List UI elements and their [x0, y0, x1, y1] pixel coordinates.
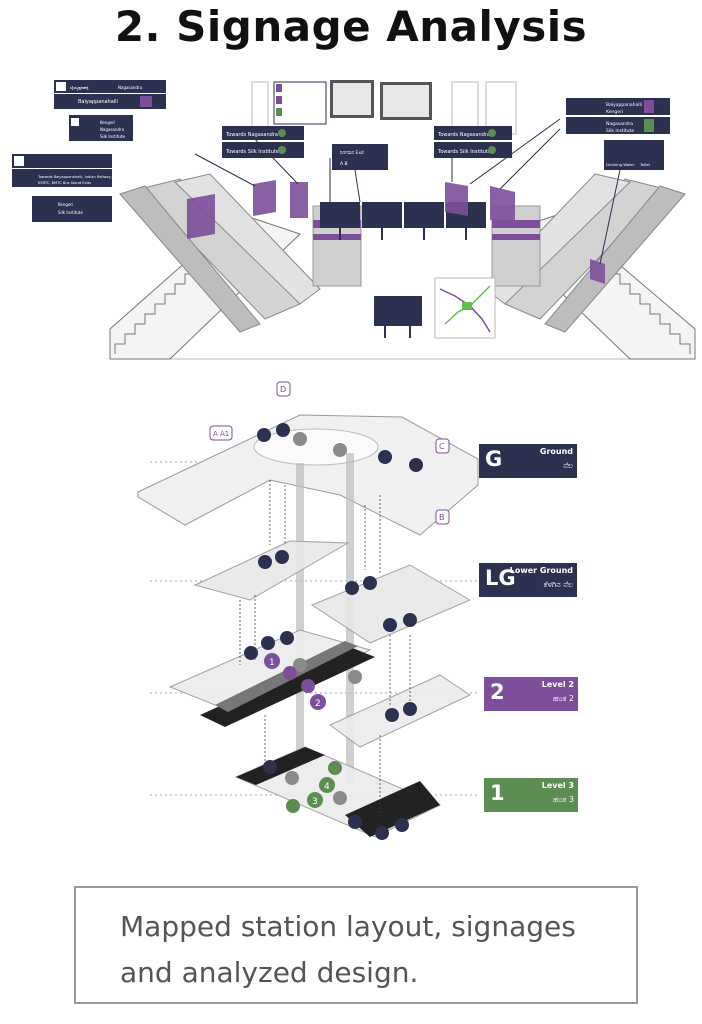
level-2-slab — [168, 629, 472, 748]
sign-center-exit: ನಿರ್ಗಮನ Exit A B — [332, 144, 388, 170]
sign-text: Silk Institute — [58, 210, 84, 215]
sign-text: Towards Nagasandra — [225, 132, 278, 138]
sign-text: Baiyappanahalli — [606, 102, 642, 108]
sign-text: Nagasandra — [100, 127, 125, 132]
sign-text: Towards Silk Institute — [437, 149, 491, 155]
sign-platform-listing — [251, 81, 327, 139]
platform-1-label: 1 — [269, 658, 275, 668]
purple-hanging-signs — [187, 180, 605, 284]
platform-4-label: 4 — [324, 782, 330, 792]
exit-markers: A A1 D C B — [209, 381, 450, 525]
level-code: G — [485, 447, 503, 471]
sign-text: Towards Silk Institute — [225, 149, 279, 155]
standing-info-board — [374, 296, 422, 338]
lower-ground-slab — [193, 540, 472, 644]
sign-text: Kengeri — [606, 109, 623, 115]
exit-c-label: C — [439, 442, 445, 451]
level-tag-level-3: 1 Level 3 ಹಂತ 3 — [484, 778, 578, 812]
level-name-local: ಹಂತ 2 — [553, 694, 574, 703]
sign-text: Towards Baiyappanahalli, Indian Railway, — [37, 175, 112, 179]
exit-d-label: D — [280, 385, 286, 394]
overhead-signboards — [320, 202, 486, 228]
sign-text: ನಿರ್ಗಮನ Exit — [340, 150, 364, 156]
ground-floor-slab — [137, 414, 479, 536]
level-name-local: ಕೆಳಗಿನ ನೆಲ — [543, 580, 573, 589]
sign-right-bottom: Drinking Water Toilet — [604, 140, 664, 170]
level-tag-ground: G Ground ನೆಲ — [479, 444, 577, 478]
sign-text: Drinking Water — [606, 162, 635, 167]
sign-center-right: Towards Nagasandra Towards Silk Institut… — [434, 126, 512, 158]
caption-text: Mapped station layout, signages and anal… — [120, 910, 576, 989]
platform-markers: 1 2 4 3 — [264, 653, 342, 813]
sign-left-big: Towards Baiyappanahalli, Indian Railway,… — [12, 154, 112, 222]
sign-text: Kengeri — [58, 202, 73, 207]
metro-route-map — [434, 277, 496, 339]
level-code: 1 — [490, 781, 505, 805]
sign-right-top: Baiyappanahalli Kengeri Nagasandra Silk … — [566, 98, 670, 134]
level-name: Ground — [539, 447, 573, 456]
sign-text: Nagasandra — [118, 85, 143, 90]
sign-text: Silk Institute — [100, 134, 126, 139]
page-title: 2. Signage Analysis — [114, 2, 588, 51]
sign-text: KSRTC, BMTC Bus Stand Exits — [38, 181, 91, 185]
level-tag-level-2: 2 Level 2 ಹಂತ 2 — [484, 677, 578, 711]
sign-text: Silk Institute — [606, 128, 634, 134]
platform-3-label: 3 — [312, 797, 318, 807]
sign-text: A B — [340, 161, 348, 167]
grey-lift-markers — [285, 432, 362, 805]
sign-text: Towards Nagasandra — [437, 132, 490, 138]
sign-left-mid: Kengeri Nagasandra Silk Institute — [69, 115, 133, 141]
sign-right-listing — [451, 81, 517, 135]
navy-signage-markers — [244, 423, 423, 840]
level-tag-lower-ground: LG Lower Ground ಕೆಳಗಿನ ನೆಲ — [479, 563, 577, 597]
isometric-level-diagram: A A1 D C B 1 2 4 3 — [137, 381, 479, 840]
sign-station-maps — [330, 80, 432, 120]
sign-center-left: Towards Nagasandra Towards Silk Institut… — [222, 126, 304, 158]
level-code: LG — [485, 566, 516, 590]
sign-text: Toilet — [639, 162, 650, 167]
station-perspective-illustration: Baiyappanahalli ಬೈಯ್ಯಪ್ಪನಹಳ್ಳಿ Nagasandr… — [12, 80, 696, 360]
level-name: Level 2 — [541, 680, 574, 689]
caption-box: Mapped station layout, signages and anal… — [74, 886, 638, 1004]
exit-a-label: A A1 — [213, 430, 229, 438]
level-name: Lower Ground — [509, 566, 573, 575]
sign-text: Kengeri — [100, 120, 115, 125]
sign-text: ಬೈಯ್ಯಪ್ಪನಹಳ್ಳಿ — [70, 85, 89, 91]
exit-b-label: B — [439, 513, 445, 522]
sign-text: Nagasandra — [606, 121, 633, 127]
level-code: 2 — [490, 680, 505, 704]
level-name-local: ನೆಲ — [563, 461, 573, 470]
level-name: Level 3 — [541, 781, 574, 790]
platform-2-label: 2 — [315, 699, 321, 709]
sign-text: Baiyappanahalli — [78, 99, 118, 105]
level-name-local: ಹಂತ 3 — [553, 795, 574, 804]
sign-left-top: Baiyappanahalli ಬೈಯ್ಯಪ್ಪನಹಳ್ಳಿ Nagasandr… — [54, 80, 166, 109]
